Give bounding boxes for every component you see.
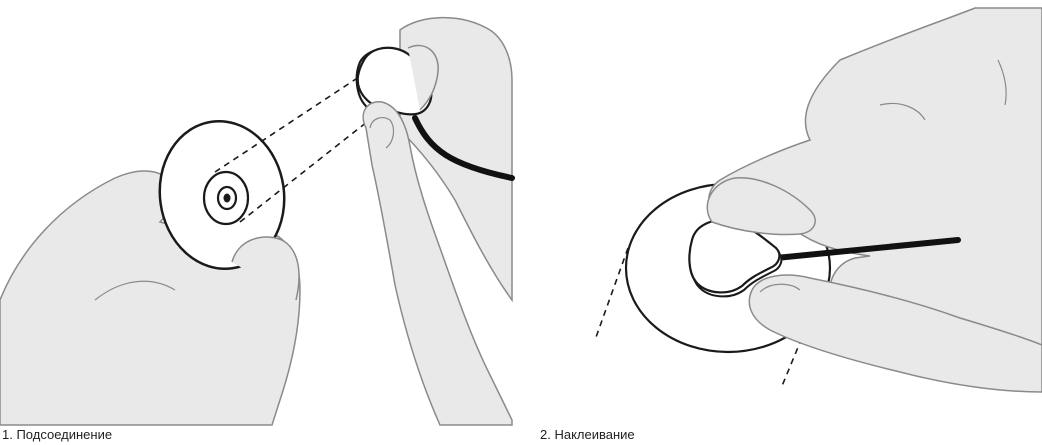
skin-line-left (594, 247, 629, 341)
snap-stud-inner-ring (216, 185, 238, 211)
electrode-pad (158, 119, 286, 271)
left-hand-crease (94, 280, 176, 301)
guide-line-top (214, 74, 363, 173)
snap-stud-outer-ring (202, 170, 250, 226)
lead-cable-attached (773, 237, 961, 261)
thumb (748, 274, 1042, 393)
thumb-nail (759, 283, 801, 293)
right-hand-thumb (362, 101, 513, 426)
left-index-fingertip (231, 236, 300, 301)
lead-cable (412, 115, 515, 181)
hand-crease-1 (997, 59, 1007, 106)
caption-adhere: 2. Наклеивание (540, 427, 635, 442)
hand-crease-2 (879, 102, 926, 121)
index-fingertip (706, 177, 816, 236)
right-hand-index (407, 44, 439, 111)
snap-stud-core (223, 193, 231, 203)
panel-connect (0, 16, 515, 426)
right-thumb-nail (369, 117, 395, 149)
panel-adhere (594, 7, 1042, 393)
caption-connect: 1. Подсоединение (2, 427, 113, 442)
